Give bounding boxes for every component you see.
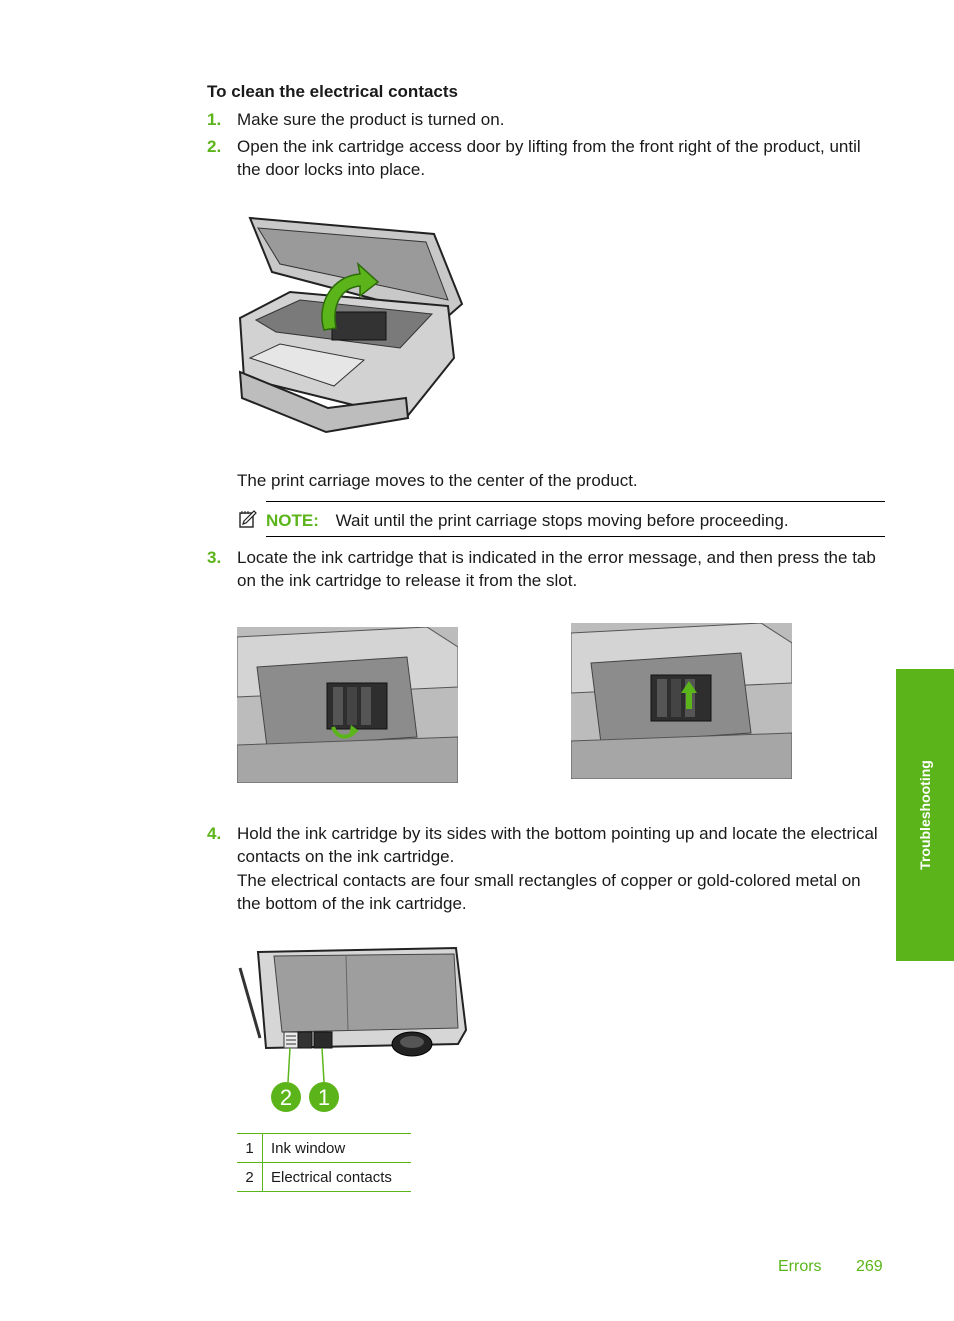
step-2-number: 2. xyxy=(207,137,222,156)
step-3-text: Locate the ink cartridge that is indicat… xyxy=(237,548,876,590)
note-line: NOTE: Wait until the print carriage stop… xyxy=(266,509,789,532)
cartridge-bottom-illustration: 2 1 xyxy=(236,944,468,1116)
legend-number: 2 xyxy=(237,1162,263,1192)
press-tab-photo xyxy=(237,627,458,783)
step-2-text: Open the ink cartridge access door by li… xyxy=(237,137,861,179)
callout-legend-table: 1 Ink window 2 Electrical contacts xyxy=(237,1133,411,1192)
legend-row: 2 Electrical contacts xyxy=(237,1162,411,1192)
page-number: 269 xyxy=(856,1258,883,1275)
legend-label: Ink window xyxy=(262,1133,411,1163)
section-heading: To clean the electrical contacts xyxy=(207,82,458,101)
step-3-number: 3. xyxy=(207,548,222,567)
carriage-moves-text: The print carriage moves to the center o… xyxy=(237,471,638,490)
callout-2: 2 xyxy=(280,1085,292,1110)
note-label: NOTE: xyxy=(266,511,319,530)
footer-section: Errors xyxy=(778,1258,822,1275)
note-bottom-rule xyxy=(266,536,885,537)
step-1-text: Make sure the product is turned on. xyxy=(237,110,505,129)
note-top-rule xyxy=(266,501,885,502)
legend-number: 1 xyxy=(237,1133,263,1163)
legend-row: 1 Ink window xyxy=(237,1133,411,1163)
printer-open-door-illustration xyxy=(236,208,466,436)
callout-1: 1 xyxy=(318,1085,330,1110)
legend-label: Electrical contacts xyxy=(262,1162,411,1192)
step-1-number: 1. xyxy=(207,110,222,129)
side-tab-label: Troubleshooting xyxy=(917,760,933,870)
step-4-text: Hold the ink cartridge by its sides with… xyxy=(237,824,878,866)
step-4-number: 4. xyxy=(207,824,222,843)
release-cartridge-photo xyxy=(571,623,792,779)
chapter-side-tab: Troubleshooting xyxy=(896,669,954,961)
note-text: Wait until the print carriage stops movi… xyxy=(335,511,789,530)
contacts-description: The electrical contacts are four small r… xyxy=(237,871,861,913)
note-icon xyxy=(239,510,257,528)
